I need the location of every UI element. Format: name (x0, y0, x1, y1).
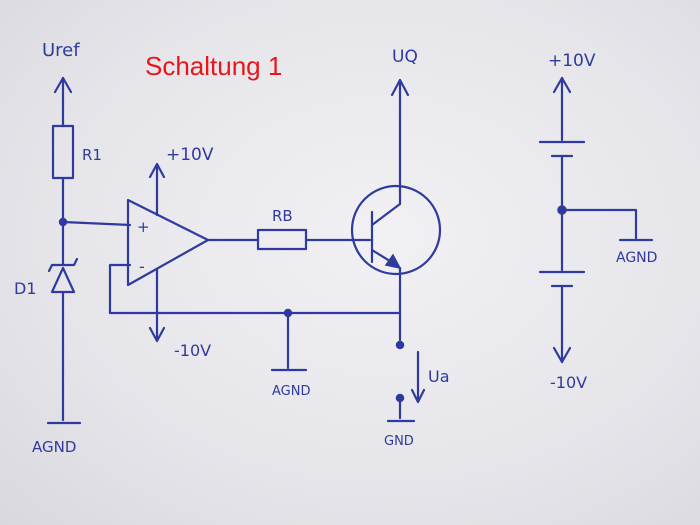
gnd-label: GND (384, 434, 414, 449)
opamp-minus-sign: - (139, 257, 145, 276)
supply-plus10v-arrow (552, 76, 572, 142)
rb-label: RB (272, 207, 293, 225)
agnd-left-label: AGND (32, 438, 76, 456)
uq-label: UQ (392, 47, 418, 67)
opamp-plus10v-label: +10V (166, 145, 214, 165)
terminal-ua-top (395, 340, 405, 350)
zener-diode-d1 (47, 257, 79, 294)
supply-minus10v-arrow (552, 284, 572, 364)
wire-to-opamp-plus (61, 220, 132, 227)
supply-agnd-label: AGND (616, 250, 657, 266)
transistor-body (350, 184, 442, 276)
uref-arrow (53, 76, 73, 128)
uref-label: Uref (42, 40, 80, 61)
r1-label: R1 (82, 146, 102, 164)
uq-arrow (390, 78, 410, 206)
diagram-title: Schaltung 1 (145, 51, 282, 81)
transistor-emitter-arrow (384, 253, 402, 270)
ua-label: Ua (428, 367, 450, 386)
transistor-collector-lead (370, 202, 402, 227)
agnd-mid-label: AGND (272, 384, 310, 399)
supply-agnd-wire (560, 208, 638, 240)
opamp-positive-supply-arrow (148, 162, 166, 217)
resistor-rb (256, 228, 308, 251)
opamp-negative-supply-arrow (148, 268, 166, 343)
supply-plus10v-label: +10V (548, 51, 596, 71)
feedback-wire (108, 263, 402, 315)
opamp-symbol (126, 198, 210, 287)
resistor-r1 (51, 124, 75, 180)
opamp-minus10v-label: -10V (174, 341, 211, 360)
ua-voltage-arrow (410, 350, 426, 404)
opamp-plus-sign: + (137, 218, 150, 236)
supply-minus10v-label: -10V (550, 373, 587, 392)
d1-label: D1 (14, 279, 37, 298)
